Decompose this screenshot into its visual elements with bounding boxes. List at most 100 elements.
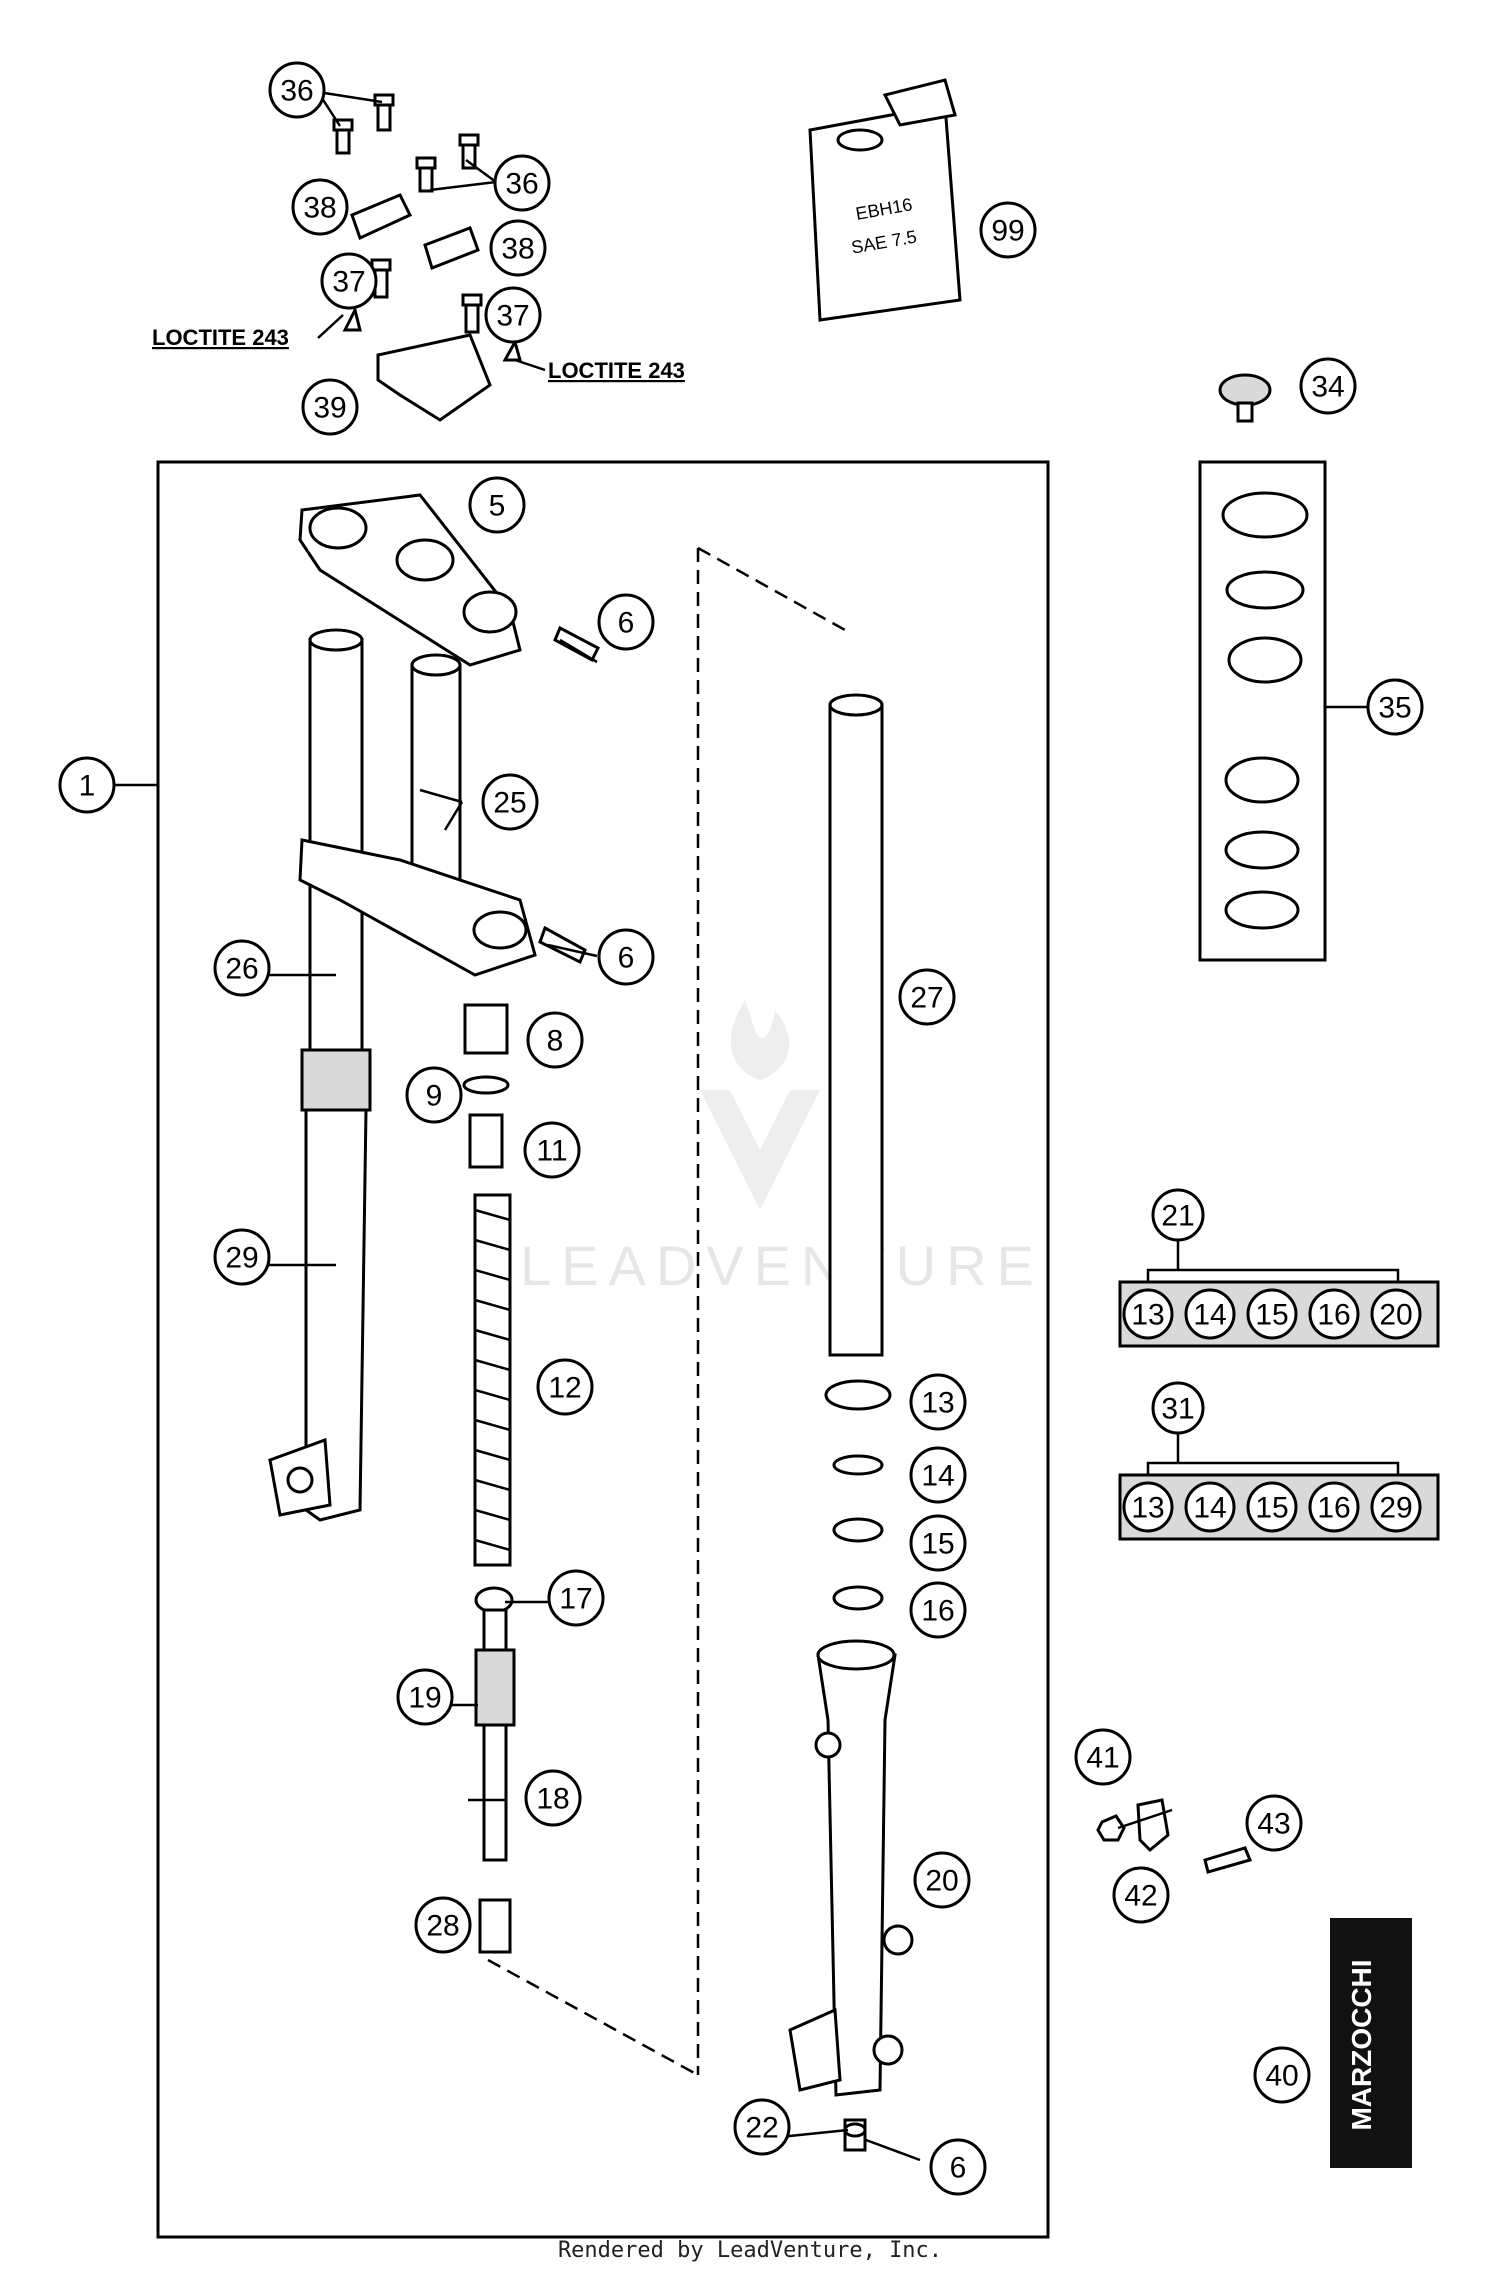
callout-6: 6 xyxy=(597,928,655,986)
steering-bearing-set xyxy=(1218,373,1309,930)
callout-42: 42 xyxy=(1112,1866,1170,1924)
bearing-kit-frame xyxy=(1198,460,1327,962)
callout-19: 19 xyxy=(396,1668,454,1726)
svg-text:16: 16 xyxy=(1317,1299,1350,1332)
seal-kit xyxy=(824,1379,892,1611)
svg-text:34: 34 xyxy=(1311,371,1344,404)
fork-leg-right xyxy=(788,1639,914,2138)
svg-text:39: 39 xyxy=(313,392,346,425)
svg-text:17: 17 xyxy=(559,1583,592,1616)
loctite-right-label: LOCTITE 243 xyxy=(548,358,685,383)
callout-41: 41 xyxy=(1074,1728,1132,1786)
svg-text:15: 15 xyxy=(1255,1299,1288,1332)
svg-text:20: 20 xyxy=(925,1865,958,1898)
callout-1: 1 xyxy=(58,756,116,814)
svg-text:38: 38 xyxy=(501,233,534,266)
svg-text:29: 29 xyxy=(1379,1492,1412,1525)
kit-21-item-15: 15 xyxy=(1246,1288,1298,1340)
svg-text:1: 1 xyxy=(79,770,96,803)
kit-31-item-13: 13 xyxy=(1122,1481,1174,1533)
svg-text:25: 25 xyxy=(493,787,526,820)
svg-text:6: 6 xyxy=(618,607,635,640)
svg-text:36: 36 xyxy=(280,75,313,108)
svg-text:22: 22 xyxy=(745,2112,778,2145)
kit-label-21: 21 xyxy=(1151,1188,1205,1242)
callout-16: 16 xyxy=(909,1581,967,1639)
marzocchi-decal: MARZOCCHI xyxy=(1330,1918,1412,2168)
svg-text:5: 5 xyxy=(489,490,506,523)
svg-text:43: 43 xyxy=(1257,1808,1290,1841)
main-assembly-frame xyxy=(156,460,1050,2239)
svg-text:35: 35 xyxy=(1378,692,1411,725)
dashed-guide-line xyxy=(487,546,846,2077)
svg-text:38: 38 xyxy=(303,192,336,225)
damper-rod xyxy=(474,1586,516,1954)
svg-text:16: 16 xyxy=(1317,1492,1350,1525)
kit-31-item-15: 15 xyxy=(1246,1481,1298,1533)
callout-5: 5 xyxy=(468,476,526,534)
svg-text:36: 36 xyxy=(505,168,538,201)
callout-6: 6 xyxy=(597,593,655,651)
svg-text:16: 16 xyxy=(921,1595,954,1628)
callout-38: 38 xyxy=(291,178,349,236)
svg-text:27: 27 xyxy=(910,982,943,1015)
callout-22: 22 xyxy=(733,2098,791,2156)
kit-label-31: 31 xyxy=(1151,1381,1205,1435)
kit-21-item-13: 13 xyxy=(1122,1288,1174,1340)
svg-text:13: 13 xyxy=(1131,1299,1164,1332)
svg-text:19: 19 xyxy=(408,1682,441,1715)
fork-internals xyxy=(462,1003,512,1567)
callout-38: 38 xyxy=(489,219,547,277)
handlebar-clamp-parts xyxy=(332,93,522,422)
svg-text:11: 11 xyxy=(536,1135,567,1168)
brake-hose-guide-hardware xyxy=(1096,1798,1253,1874)
leader-lines xyxy=(112,90,1370,2162)
callout-39: 39 xyxy=(301,378,359,436)
callout-34: 34 xyxy=(1299,357,1357,415)
kit-31-item-14: 14 xyxy=(1184,1481,1236,1533)
callout-26: 26 xyxy=(213,939,271,997)
callout-12: 12 xyxy=(536,1358,594,1416)
kit-21-item-16: 16 xyxy=(1308,1288,1360,1340)
svg-text:31: 31 xyxy=(1161,1393,1194,1426)
kit-31-item-29: 29 xyxy=(1370,1481,1422,1533)
kit-31-item-16: 16 xyxy=(1308,1481,1360,1533)
callout-43: 43 xyxy=(1245,1794,1303,1852)
callout-9: 9 xyxy=(405,1066,463,1124)
callout-37: 37 xyxy=(484,286,542,344)
svg-text:40: 40 xyxy=(1265,2060,1298,2093)
footer-credit: Rendered by LeadVenture, Inc. xyxy=(557,2238,943,2263)
callout-17: 17 xyxy=(547,1569,605,1627)
svg-text:37: 37 xyxy=(332,266,365,299)
svg-text:9: 9 xyxy=(426,1080,443,1113)
svg-text:20: 20 xyxy=(1379,1299,1412,1332)
callout-27: 27 xyxy=(898,968,956,1026)
callout-20: 20 xyxy=(913,1851,971,1909)
svg-text:18: 18 xyxy=(536,1783,569,1816)
svg-text:99: 99 xyxy=(991,215,1024,248)
svg-text:15: 15 xyxy=(921,1528,954,1561)
loctite-left-label: LOCTITE 243 xyxy=(152,325,289,350)
callout-15: 15 xyxy=(909,1514,967,1572)
fork-tube-right xyxy=(828,693,884,1357)
callout-25: 25 xyxy=(481,773,539,831)
oil-can: EBH16 SAE 7.5 xyxy=(808,78,962,322)
svg-text:14: 14 xyxy=(1193,1492,1226,1525)
callout-36: 36 xyxy=(493,154,551,212)
svg-text:13: 13 xyxy=(1131,1492,1164,1525)
svg-text:26: 26 xyxy=(225,953,258,986)
callout-36: 36 xyxy=(268,61,326,119)
callout-37: 37 xyxy=(320,252,378,310)
svg-text:42: 42 xyxy=(1124,1880,1157,1913)
kit-21-item-20: 20 xyxy=(1370,1288,1422,1340)
svg-text:14: 14 xyxy=(921,1460,954,1493)
callout-13: 13 xyxy=(909,1373,967,1431)
callout-11: 11 xyxy=(523,1121,581,1179)
svg-text:12: 12 xyxy=(548,1372,581,1405)
callout-8: 8 xyxy=(526,1011,584,1069)
callout-40: 40 xyxy=(1253,2046,1311,2104)
fork-tube-left xyxy=(268,628,372,1522)
kit-21-item-14: 14 xyxy=(1184,1288,1236,1340)
callout-29: 29 xyxy=(213,1228,271,1286)
